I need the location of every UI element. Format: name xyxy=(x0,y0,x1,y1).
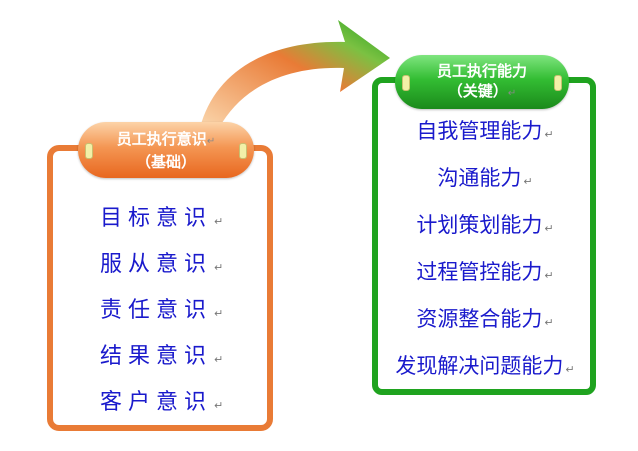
left-title-line1: 员工执行意识↵ xyxy=(78,129,254,152)
paragraph-mark-icon: ↵ xyxy=(214,307,224,320)
list-item: 服从意识↵ xyxy=(100,252,224,277)
left-pill-knob-right xyxy=(239,143,247,159)
left-title-line2: （基础） xyxy=(135,153,196,171)
list-item: 责任意识↵ xyxy=(100,298,224,323)
paragraph-mark-icon: ↵ xyxy=(544,316,554,329)
list-item: 沟通能力↵ xyxy=(437,166,533,190)
right-item-list: 自我管理能力↵ 沟通能力↵ 计划策划能力↵ 过程管控能力↵ 资源整合能力↵ 发现… xyxy=(382,115,588,397)
left-panel-title: 员工执行意识↵ （基础） xyxy=(78,122,254,178)
paragraph-mark-icon: ↵ xyxy=(214,261,224,274)
paragraph-mark-icon: ↵ xyxy=(565,363,575,376)
paragraph-mark-icon: ↵ xyxy=(544,128,554,141)
right-title-line1: 员工执行能力 xyxy=(436,62,527,80)
list-item: 客户意识↵ xyxy=(100,390,224,415)
list-item: 目标意识↵ xyxy=(100,206,224,231)
right-panel-title: 员工执行能力 （关键）↵ xyxy=(395,55,569,109)
list-item: 过程管控能力↵ xyxy=(416,260,554,284)
right-pill-knob-left xyxy=(402,75,410,91)
list-item: 自我管理能力↵ xyxy=(416,119,554,143)
right-panel-frame xyxy=(372,77,596,395)
paragraph-mark-icon: ↵ xyxy=(544,269,554,282)
paragraph-mark-icon: ↵ xyxy=(507,88,517,99)
list-item: 资源整合能力↵ xyxy=(416,307,554,331)
paragraph-mark-icon: ↵ xyxy=(214,353,224,366)
left-title-text: 员工执行意识 xyxy=(116,130,207,148)
list-item: 计划策划能力↵ xyxy=(416,213,554,237)
left-item-list: 目标意识↵ 服从意识↵ 责任意识↵ 结果意识↵ 客户意识↵ xyxy=(100,200,223,430)
paragraph-mark-icon: ↵ xyxy=(544,222,554,235)
list-item: 结果意识↵ xyxy=(100,344,224,369)
left-panel-frame xyxy=(47,145,273,431)
right-title-text: （关键） xyxy=(447,82,508,100)
right-pill-knob-right xyxy=(554,75,562,91)
list-item: 发现解决问题能力↵ xyxy=(395,354,575,378)
paragraph-mark-icon: ↵ xyxy=(214,215,224,228)
arrow-shape xyxy=(200,20,390,130)
right-title-line2: （关键）↵ xyxy=(395,81,569,104)
paragraph-mark-icon: ↵ xyxy=(206,136,216,147)
left-pill-knob-left xyxy=(85,143,93,159)
paragraph-mark-icon: ↵ xyxy=(523,175,533,188)
paragraph-mark-icon: ↵ xyxy=(214,399,224,412)
